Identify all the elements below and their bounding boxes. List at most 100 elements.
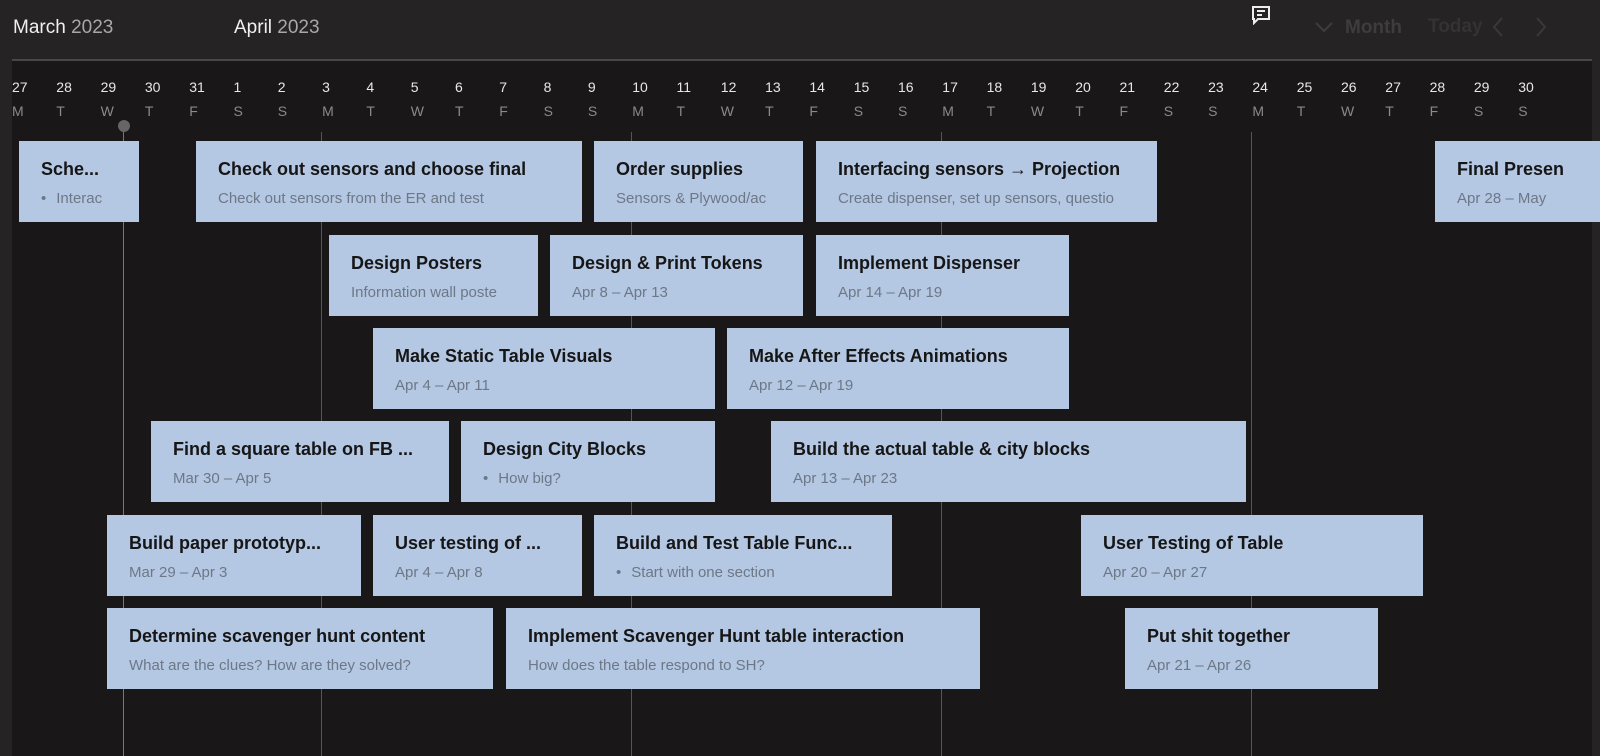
day-number: 26 — [1341, 79, 1357, 95]
day-number: 7 — [499, 79, 508, 95]
day-number: 31 — [189, 79, 205, 95]
timeline-task-card[interactable]: Implement Scavenger Hunt table interacti… — [506, 608, 980, 689]
weekday-letter: W — [1341, 103, 1355, 119]
weekday-letter: M — [12, 103, 24, 119]
weekday-letter: T — [366, 103, 375, 119]
timeline-task-card[interactable]: Build and Test Table Func...Start with o… — [594, 515, 892, 596]
weekday-letter: T — [986, 103, 996, 119]
weekday-letter: W — [1030, 103, 1045, 119]
task-subtitle: Apr 12 – Apr 19 — [749, 377, 854, 394]
task-title: User testing of ... — [395, 533, 542, 553]
month-name: April — [234, 17, 273, 38]
task-title: Build the actual table & city blocks — [793, 439, 1091, 459]
weekday-letter: T — [765, 103, 774, 119]
timeline-task-card[interactable]: Build paper prototyp...Mar 29 – Apr 3 — [107, 515, 361, 596]
task-title: Make After Effects Animations — [749, 346, 1008, 366]
weekday-letter: S — [853, 103, 864, 119]
month-label-april: April 2023 — [234, 17, 320, 39]
weekday-letter: M — [1252, 103, 1265, 119]
weekday-letter: M — [632, 103, 644, 119]
weekday-letter: W — [100, 103, 114, 119]
weekday-letter: S — [543, 103, 553, 119]
day-number: 3 — [322, 79, 330, 95]
day-number: 21 — [1119, 79, 1136, 95]
task-subtitle: Apr 20 – Apr 27 — [1103, 564, 1208, 581]
task-subtitle: Apr 4 – Apr 11 — [395, 377, 490, 394]
day-number: 18 — [986, 79, 1003, 95]
weekday-letter: F — [1429, 103, 1439, 119]
chevron-left-icon[interactable] — [1492, 17, 1504, 37]
weekday-letter: S — [277, 103, 288, 119]
view-select-month[interactable]: Month — [1345, 17, 1402, 38]
day-number: 28 — [56, 79, 72, 95]
timeline-task-card[interactable]: Sche...Interac — [19, 141, 139, 222]
month-year: 2023 — [71, 17, 114, 38]
weekday-letter: S — [1163, 103, 1174, 119]
weekday-letter: T — [1296, 103, 1306, 119]
weekday-letter: M — [322, 103, 334, 119]
chevron-down-icon[interactable] — [1315, 22, 1333, 34]
task-title: Put shit together — [1147, 626, 1290, 646]
weekday-letter: T — [56, 103, 65, 119]
today-line — [123, 126, 124, 756]
task-title: Build and Test Table Func... — [616, 533, 853, 553]
today-marker — [118, 120, 130, 132]
day-number: 9 — [587, 79, 596, 95]
weekday-letter: F — [189, 103, 198, 119]
task-subtitle: What are the clues? How are they solved? — [129, 657, 411, 674]
task-title: Build paper prototyp... — [129, 533, 321, 553]
day-number: 20 — [1075, 79, 1091, 95]
task-title: Implement Dispenser — [838, 253, 1021, 273]
comment-icon[interactable] — [1251, 5, 1271, 25]
day-number: 29 — [100, 79, 117, 95]
right-scrollbar[interactable] — [1592, 59, 1600, 756]
timeline-task-card[interactable]: Design City BlocksHow big? — [461, 421, 715, 502]
weekday-letter: S — [1208, 103, 1218, 119]
day-number: 16 — [898, 79, 914, 95]
day-number: 29 — [1473, 79, 1490, 95]
task-title: Order supplies — [616, 159, 744, 179]
task-title: Make Static Table Visuals — [395, 346, 613, 366]
today-button[interactable]: Today — [1428, 16, 1483, 37]
day-number: 2 — [277, 79, 286, 95]
day-number: 19 — [1030, 79, 1047, 95]
day-number: 28 — [1429, 79, 1446, 95]
timeline-task-card[interactable]: Find a square table on FB ...Mar 30 – Ap… — [151, 421, 449, 502]
weekday-letter: F — [1119, 103, 1129, 119]
timeline-task-card[interactable]: User testing of ...Apr 4 – Apr 8 — [373, 515, 582, 596]
day-number: 30 — [1518, 79, 1534, 95]
chevron-right-icon[interactable] — [1535, 17, 1547, 37]
task-title: Sche... — [41, 159, 100, 179]
day-number: 25 — [1296, 79, 1313, 95]
month-name: March — [13, 17, 66, 38]
weekday-letter: W — [410, 103, 424, 119]
weekday-letter: F — [499, 103, 508, 119]
